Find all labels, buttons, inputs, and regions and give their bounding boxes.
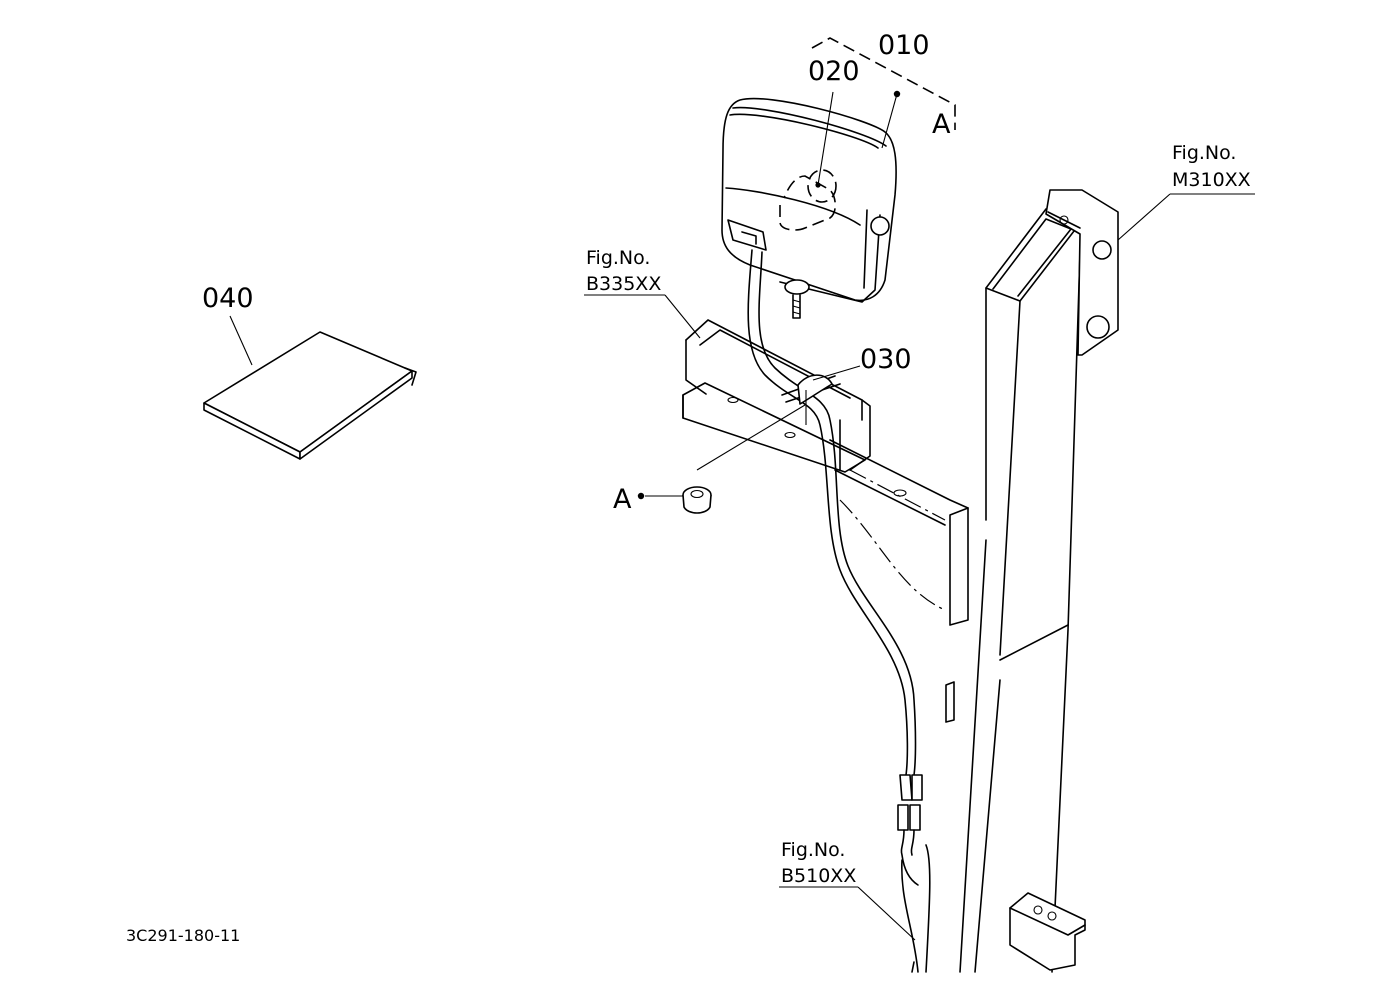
cable-harness-drawing (747, 249, 931, 973)
part-label-010: 010 (878, 30, 930, 61)
fig-ref-b510-line1: Fig.No. (781, 839, 845, 861)
fig-ref-b335-line1: Fig.No. (586, 247, 650, 269)
assembly-bracket-010 (811, 37, 956, 130)
connector-dot-left (637, 492, 645, 500)
part-label-030: 030 (860, 344, 912, 375)
work-light-drawing (721, 90, 901, 319)
fig-ref-b510-line2: B510XX (781, 865, 856, 887)
connector-label-left: A (613, 484, 632, 515)
part-label-020: 020 (808, 56, 860, 87)
fig-ref-leaders (584, 193, 1255, 941)
mounting-bracket-drawing (682, 319, 969, 611)
fig-ref-m310-line2: M310XX (1172, 169, 1251, 191)
connector-label-top: A (932, 109, 951, 140)
fig-ref-b335-line2: B335XX (586, 273, 661, 295)
nut-drawing (682, 390, 807, 514)
fig-ref-m310-line1: Fig.No. (1172, 142, 1236, 164)
drawing-code: 3C291-180-11 (126, 926, 240, 945)
manual-booklet-drawing (203, 315, 417, 460)
mast-post-drawing (945, 189, 1119, 973)
part-label-040: 040 (202, 283, 254, 314)
